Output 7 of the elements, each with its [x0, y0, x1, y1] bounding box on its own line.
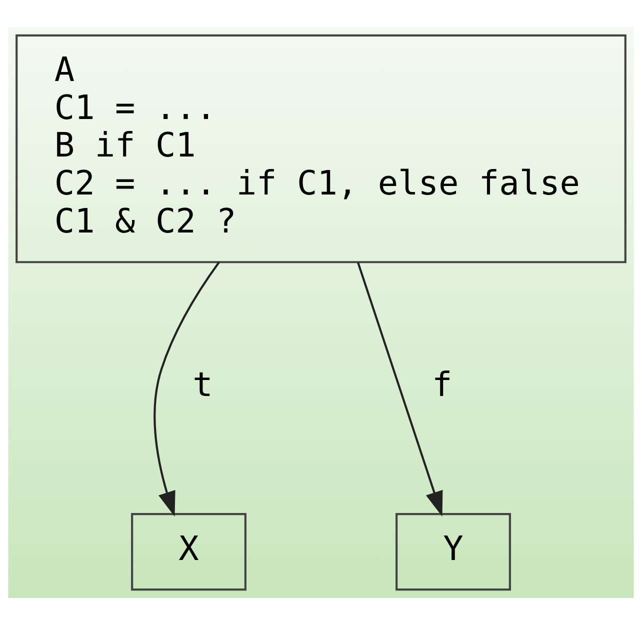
node-box: Y: [396, 512, 511, 591]
node-box: X: [131, 512, 246, 591]
arrow: [154, 262, 220, 517]
edge-label: f: [432, 365, 452, 404]
arrow: [357, 262, 443, 517]
edge-label: t: [192, 365, 213, 404]
node-box: A C1 = ... B if C1 C2 = ... if C1, else false C1 & C2 ?: [16, 34, 626, 264]
